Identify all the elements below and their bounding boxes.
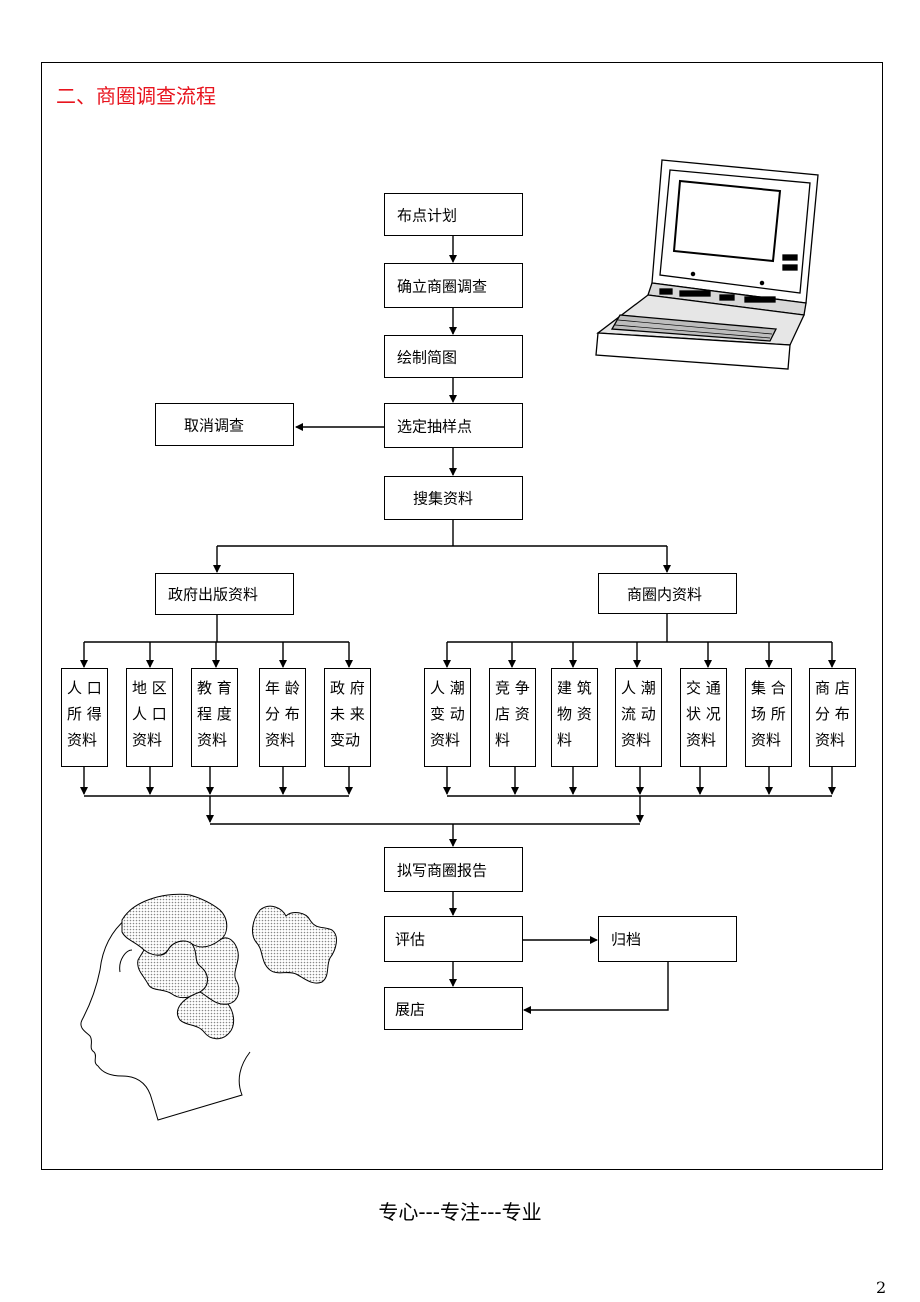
page-frame xyxy=(41,62,883,1170)
box-archive: 归档 xyxy=(598,916,737,962)
box-establish: 确立商圈调查 xyxy=(384,263,523,308)
box-plan: 布点计划 xyxy=(384,193,523,236)
box-inner-item-7: 商 店分 布资料 xyxy=(809,668,856,767)
box-open: 展店 xyxy=(384,987,523,1030)
box-gov: 政府出版资料 xyxy=(155,573,294,615)
box-sampling: 选定抽样点 xyxy=(384,403,523,448)
page-number: 2 xyxy=(876,1278,887,1297)
puzzle-head-icon xyxy=(80,893,337,1121)
box-gov-item-2: 地 区人 口资料 xyxy=(126,668,173,767)
box-report: 拟写商圈报告 xyxy=(384,847,523,892)
box-collect: 搜集资料 xyxy=(384,476,523,520)
laptop-icon xyxy=(595,159,819,370)
box-cancel: 取消调查 xyxy=(155,403,294,446)
box-evaluate: 评估 xyxy=(384,916,523,962)
arrow-archive-open xyxy=(523,962,669,1014)
box-gov-item-3: 教 育程 度资料 xyxy=(191,668,238,767)
box-gov-item-5: 政 府未 来变动 xyxy=(324,668,371,767)
box-inner-item-4: 人 潮流 动资料 xyxy=(615,668,662,767)
box-inner-item-2: 竞 争店 资料 xyxy=(489,668,536,767)
box-gov-item-1: 人 口所 得资料 xyxy=(61,668,108,767)
page-footer: 专心---专注---专业 xyxy=(378,1200,542,1224)
box-sketch: 绘制简图 xyxy=(384,335,523,378)
box-inner-item-6: 集 合场 所资料 xyxy=(745,668,792,767)
box-inner-item-5: 交 通状 况资料 xyxy=(680,668,727,767)
box-inner-item-3: 建 筑物 资料 xyxy=(551,668,598,767)
box-inner: 商圈内资料 xyxy=(598,573,737,614)
box-inner-item-1: 人 潮变 动资料 xyxy=(424,668,471,767)
box-gov-item-4: 年 龄分 布资料 xyxy=(259,668,306,767)
section-heading: 二、商圈调查流程 xyxy=(56,84,216,108)
